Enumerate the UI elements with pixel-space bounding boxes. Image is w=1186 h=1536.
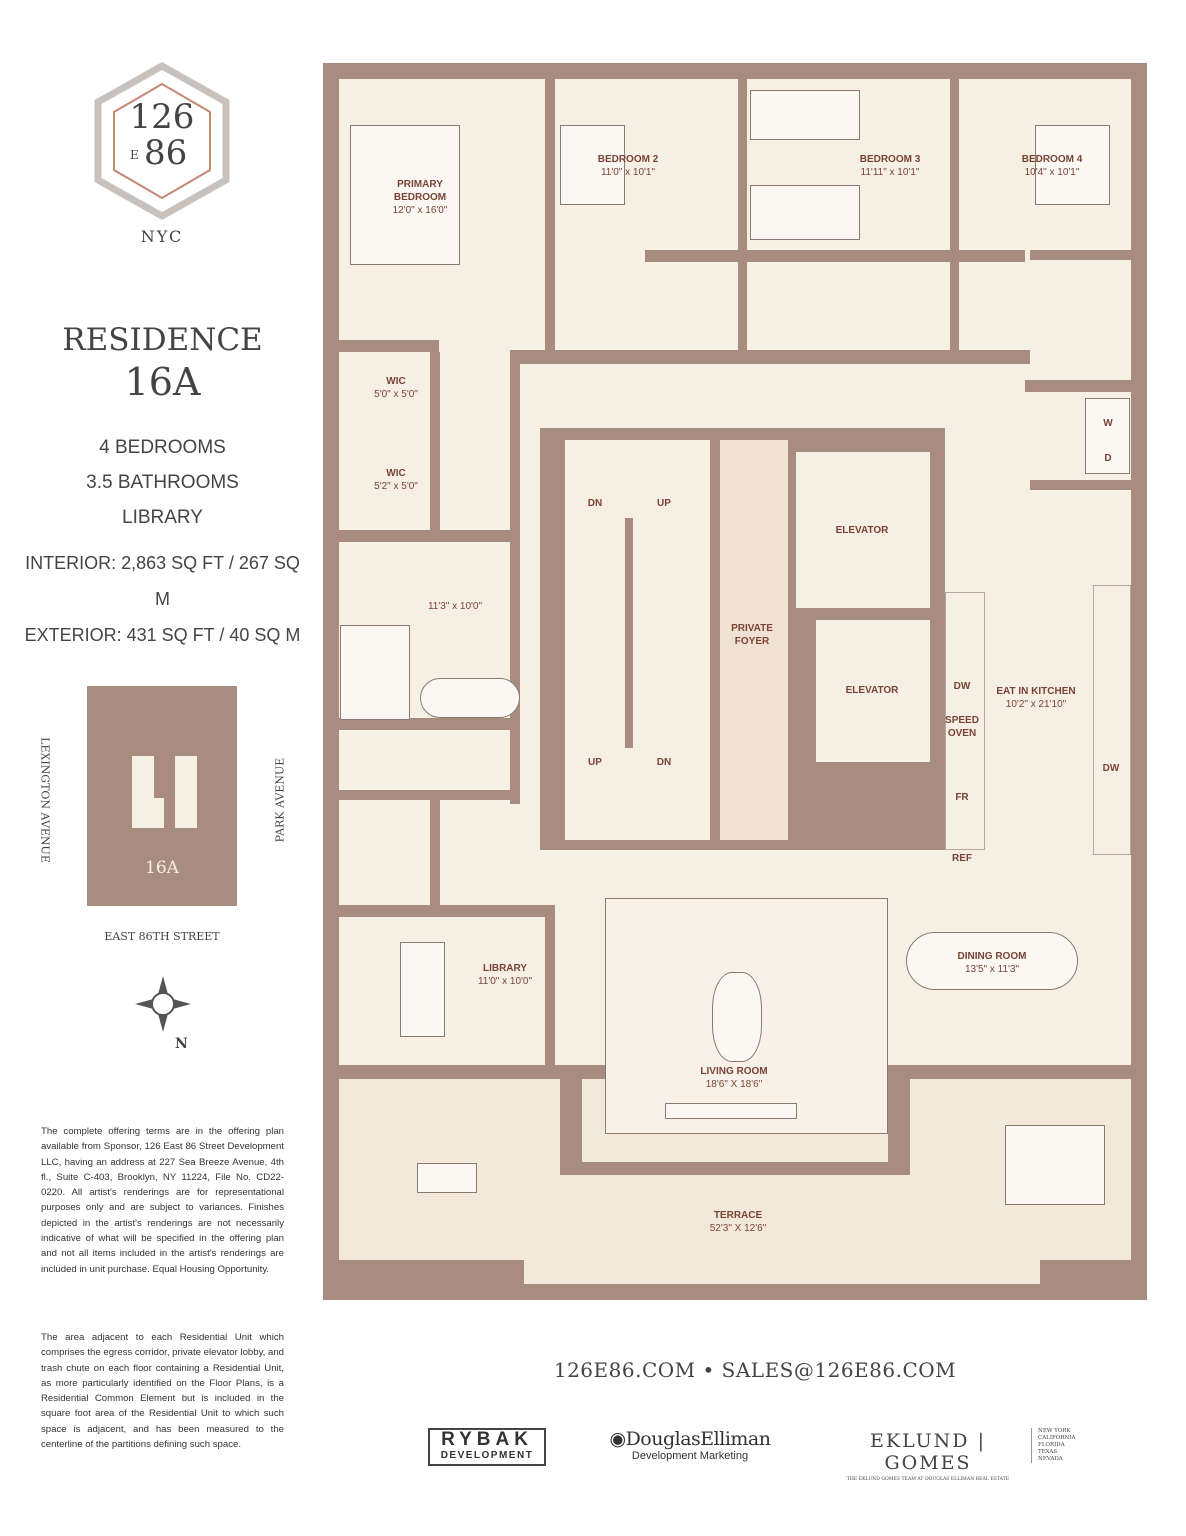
- residence-title: RESIDENCE: [62, 322, 263, 358]
- rybak-sub: DEVELOPMENT: [440, 1450, 534, 1461]
- elevator-2: ELEVATOR: [845, 685, 899, 696]
- rybak-logo: RYBAK DEVELOPMENT: [428, 1428, 546, 1466]
- stair-dn-2: DN: [656, 757, 672, 768]
- logo-city: NYC: [140, 227, 184, 246]
- douglas-elliman-logo: ◉DouglasElliman Development Marketing: [605, 1428, 775, 1462]
- room-primary-bath: 11'3" x 10'0": [427, 601, 483, 612]
- common-element-disclaimer: The area adjacent to each Residential Un…: [41, 1332, 284, 1451]
- dryer: D: [1104, 453, 1112, 464]
- stair-dn-1: DN: [587, 498, 603, 509]
- south-street-label: EAST 86TH STREET: [104, 930, 220, 943]
- residence-summary: 4 BEDROOMS 3.5 BATHROOMS LIBRARY: [30, 430, 295, 535]
- contact-line: 126E86.COM • SALES@126E86.COM: [430, 1358, 1080, 1382]
- compass-icon: [135, 976, 191, 1032]
- stair-up-2: UP: [588, 757, 602, 768]
- bedrooms: 4 BEDROOMS: [99, 437, 226, 458]
- hexagon-logo-icon: [94, 61, 230, 221]
- logo-126: 126: [129, 97, 195, 137]
- eg-text-2: GOMES: [884, 1452, 972, 1474]
- de-text: DouglasElliman: [625, 1428, 771, 1450]
- rybak-text: RYBAK: [441, 1429, 533, 1450]
- north-label: N: [175, 1036, 188, 1052]
- elevator-1: ELEVATOR: [835, 525, 889, 536]
- logo: 126 E 86: [92, 61, 232, 222]
- bathrooms: 3.5 BATHROOMS: [86, 472, 239, 493]
- eklund-gomes-logo: EKLUND | GOMES THE EKLUND GOMES TEAM AT …: [833, 1428, 1083, 1482]
- key-plan-unit: 16A: [145, 858, 179, 878]
- library: LIBRARY: [122, 507, 203, 528]
- de-emblem-icon: ◉: [609, 1428, 626, 1450]
- separator: •: [702, 1358, 715, 1382]
- eg-text-1: EKLUND: [870, 1430, 970, 1452]
- eg-sub: THE EKLUND GOMES TEAM AT DOUGLAS ELLIMAN…: [846, 1477, 1010, 1482]
- floor-plan: [323, 63, 1147, 1300]
- residence-unit: 16A: [124, 360, 201, 404]
- area-info: INTERIOR: 2,863 SQ FT / 267 SQ M EXTERIO…: [20, 545, 305, 653]
- kitchen-ref: REF: [952, 853, 972, 864]
- kitchen-dw-1: DW: [953, 681, 971, 692]
- logo-e: E: [130, 148, 139, 162]
- interior-area: INTERIOR: 2,863 SQ FT / 267 SQ M: [25, 553, 300, 609]
- exterior-area: EXTERIOR: 431 SQ FT / 40 SQ M: [24, 625, 301, 645]
- offering-disclaimer: The complete offering terms are in the o…: [41, 1126, 284, 1275]
- logo-86: 86: [144, 133, 188, 173]
- website-link[interactable]: 126E86.COM: [553, 1358, 696, 1382]
- kitchen-fr: FR: [955, 792, 969, 803]
- kitchen-dw-2: DW: [1102, 763, 1120, 774]
- email-link[interactable]: SALES@126E86.COM: [721, 1358, 957, 1382]
- washer: W: [1103, 418, 1113, 429]
- key-plan: 16A: [87, 686, 237, 906]
- stair-up-1: UP: [657, 498, 671, 509]
- de-sub: Development Marketing: [631, 1450, 749, 1462]
